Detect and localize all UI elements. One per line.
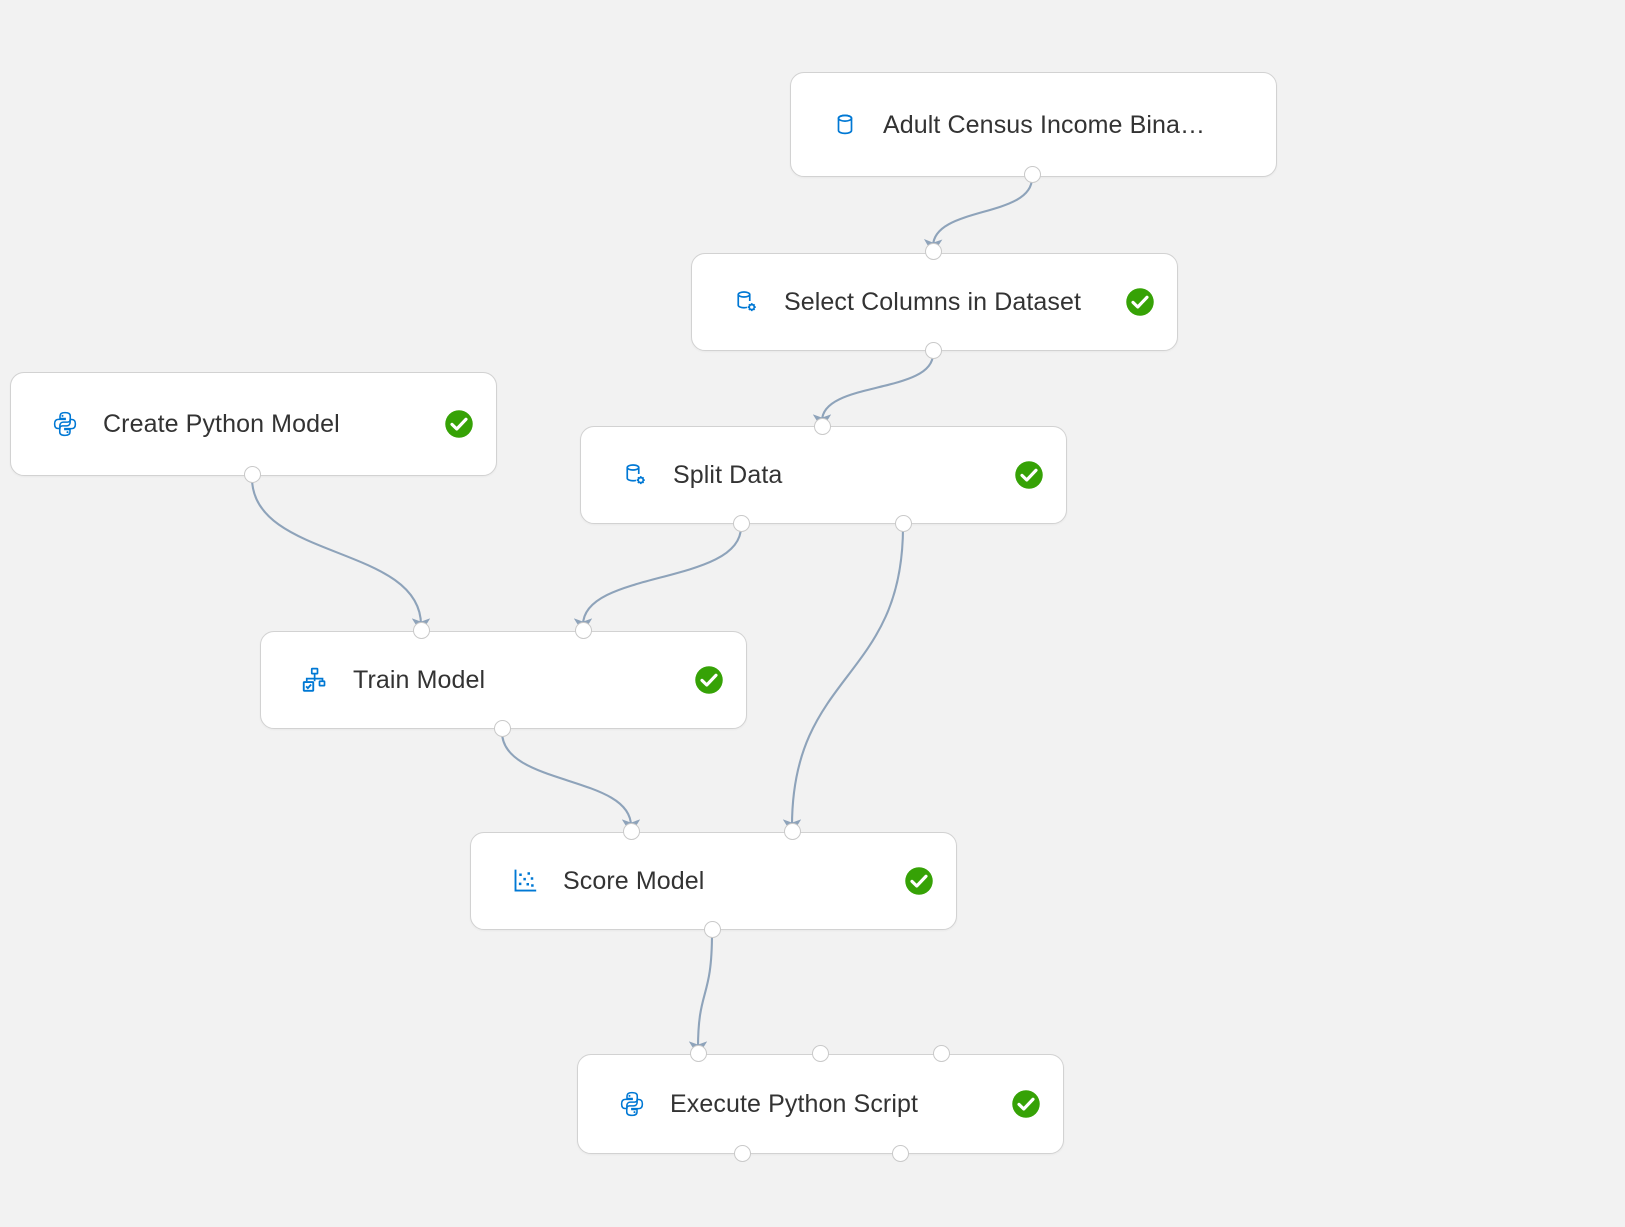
- edge-adult-census-income-binary-to-select-columns-in-dataset[interactable]: [923, 177, 1034, 254]
- input-port-execute-python-script-0[interactable]: [689, 1044, 707, 1062]
- input-port-split-data-0[interactable]: [813, 417, 831, 435]
- output-port-split-data-0[interactable]: [732, 514, 750, 532]
- database-icon: [829, 109, 861, 141]
- node-train-model[interactable]: Train Model: [260, 631, 747, 729]
- edge-split-data-to-train-model[interactable]: [573, 526, 743, 633]
- edge-score-model-to-execute-python-script[interactable]: [688, 932, 714, 1056]
- input-port-train-model-0[interactable]: [412, 621, 430, 639]
- node-title: Create Python Model: [103, 410, 340, 438]
- python-icon: [616, 1088, 648, 1120]
- status-badge-success: [1014, 460, 1044, 490]
- node-title: Execute Python Script: [670, 1090, 919, 1118]
- input-port-select-columns-in-dataset-0[interactable]: [924, 242, 942, 260]
- node-select-columns-in-dataset[interactable]: Select Columns in Dataset: [691, 253, 1178, 351]
- status-badge-success: [694, 665, 724, 695]
- input-port-execute-python-script-2[interactable]: [932, 1044, 950, 1062]
- node-title: Adult Census Income Binary ...: [883, 110, 1210, 139]
- edge-create-python-model-to-train-model[interactable]: [250, 477, 431, 633]
- output-port-train-model-0[interactable]: [493, 719, 511, 737]
- node-create-python-model[interactable]: Create Python Model: [10, 372, 497, 476]
- output-port-create-python-model-0[interactable]: [243, 465, 261, 483]
- train-model-icon: [299, 664, 331, 696]
- output-port-adult-census-income-binary-0[interactable]: [1023, 165, 1041, 183]
- status-badge-success: [444, 409, 474, 439]
- input-port-execute-python-script-1[interactable]: [811, 1044, 829, 1062]
- node-split-data[interactable]: Split Data: [580, 426, 1067, 524]
- node-execute-python-script[interactable]: Execute Python Script: [577, 1054, 1064, 1154]
- input-port-score-model-1[interactable]: [783, 822, 801, 840]
- scatter-plot-icon: [509, 865, 541, 897]
- output-port-execute-python-script-1[interactable]: [891, 1144, 909, 1162]
- python-icon: [49, 408, 81, 440]
- edge-train-model-to-score-model[interactable]: [500, 731, 641, 834]
- database-settings-icon: [730, 286, 762, 318]
- edge-select-columns-in-dataset-to-split-data[interactable]: [812, 353, 935, 429]
- status-badge-success: [1011, 1089, 1041, 1119]
- node-adult-census-income-binary[interactable]: Adult Census Income Binary ...: [790, 72, 1277, 177]
- node-score-model[interactable]: Score Model: [470, 832, 957, 930]
- status-badge-success: [1125, 287, 1155, 317]
- output-port-select-columns-in-dataset-0[interactable]: [924, 341, 942, 359]
- status-badge-success: [904, 866, 934, 896]
- node-title: Select Columns in Dataset: [784, 288, 1082, 316]
- input-port-train-model-1[interactable]: [574, 621, 592, 639]
- database-settings-icon: [619, 459, 651, 491]
- input-port-score-model-0[interactable]: [622, 822, 640, 840]
- output-port-split-data-1[interactable]: [894, 514, 912, 532]
- output-port-score-model-0[interactable]: [703, 920, 721, 938]
- output-port-execute-python-script-0[interactable]: [733, 1144, 751, 1162]
- node-title: Score Model: [563, 867, 705, 895]
- node-title: Split Data: [673, 461, 783, 489]
- node-title: Train Model: [353, 666, 486, 694]
- edge-split-data-to-score-model[interactable]: [782, 526, 905, 834]
